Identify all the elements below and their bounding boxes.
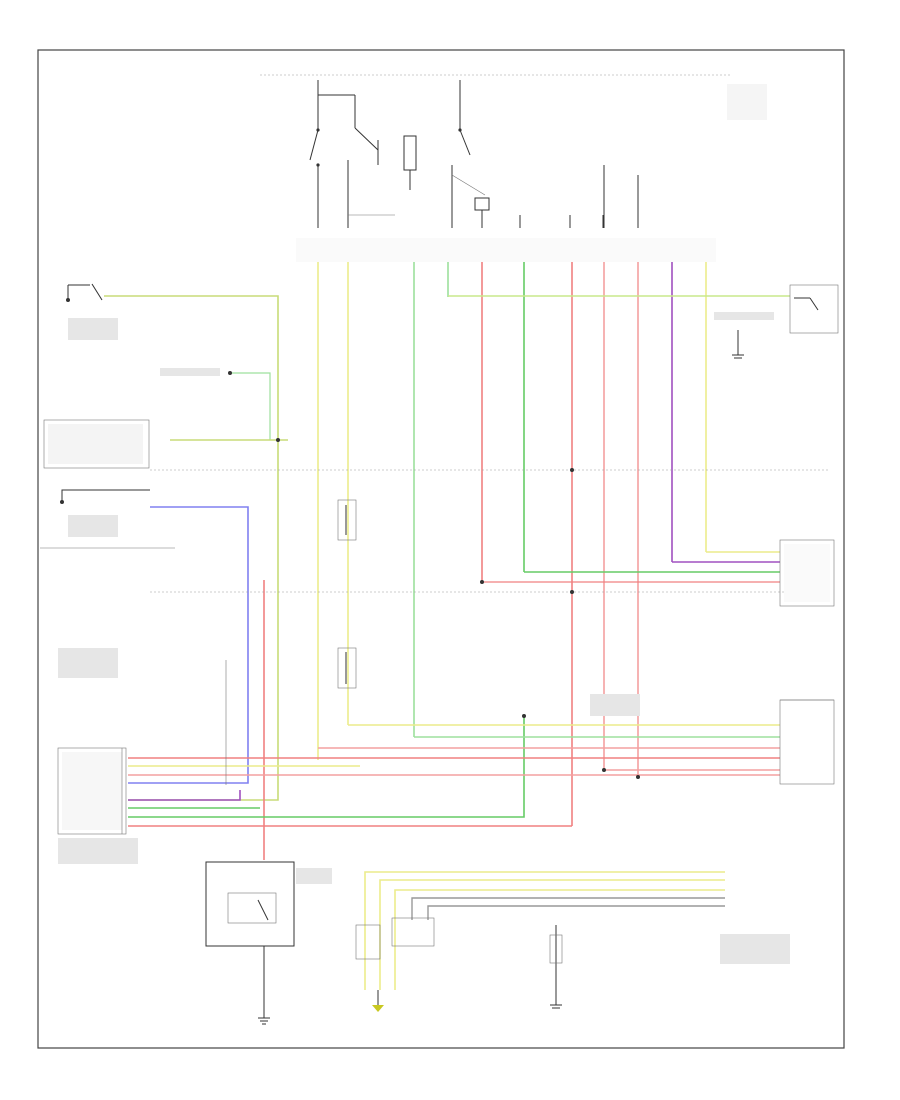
diode-pair-lower	[337, 647, 357, 689]
splice-icon	[522, 714, 526, 718]
sensor-bottom-right	[549, 925, 563, 1009]
splice-icon	[276, 438, 280, 442]
wire-green-trans	[230, 372, 271, 440]
wire-purple-lower	[128, 790, 241, 801]
wire-grey-sensor-d	[411, 897, 725, 920]
wire-blue	[128, 506, 249, 784]
connector-strip-top	[296, 238, 716, 262]
switch-icon	[403, 135, 417, 190]
splice-icon	[602, 768, 606, 772]
pump-box-right	[779, 699, 835, 785]
sensor-bottom-center	[355, 917, 435, 1012]
wire-yellow-sensor-c	[394, 889, 725, 990]
diagram-frame	[37, 49, 845, 1049]
switch-icon	[451, 80, 486, 228]
splice-icon	[228, 371, 232, 375]
control-module-left	[57, 747, 127, 835]
switch-icon	[318, 94, 395, 228]
top-label-block	[727, 84, 767, 120]
relay-box	[205, 861, 295, 947]
ecm-box-left	[43, 419, 150, 469]
wire-green-lower	[128, 716, 525, 818]
ground-icon	[258, 1010, 270, 1025]
sensor-top-left	[66, 283, 103, 302]
relay-inner	[227, 892, 277, 924]
splice-icon	[570, 590, 574, 594]
splice-icon	[480, 580, 484, 584]
relay-coil	[474, 197, 490, 228]
top-switch-cluster	[309, 80, 639, 228]
splices	[228, 371, 640, 779]
switch-icon	[309, 80, 320, 228]
wire-yellow-sensor-a	[364, 871, 725, 990]
sensor-left-mid	[40, 489, 175, 549]
diode-pair-upper	[337, 499, 357, 541]
ground-icon	[732, 330, 744, 359]
horizontal-wires	[104, 295, 830, 990]
fuel-sensor-box	[789, 284, 839, 334]
vertical-wires	[317, 262, 707, 826]
label-placeholders	[58, 312, 790, 964]
component-boxes	[40, 283, 839, 1025]
wire-grey-sensor-e	[427, 905, 725, 920]
connector-box-right	[779, 539, 835, 607]
splice-icon	[570, 468, 574, 472]
splice-icon	[636, 775, 640, 779]
